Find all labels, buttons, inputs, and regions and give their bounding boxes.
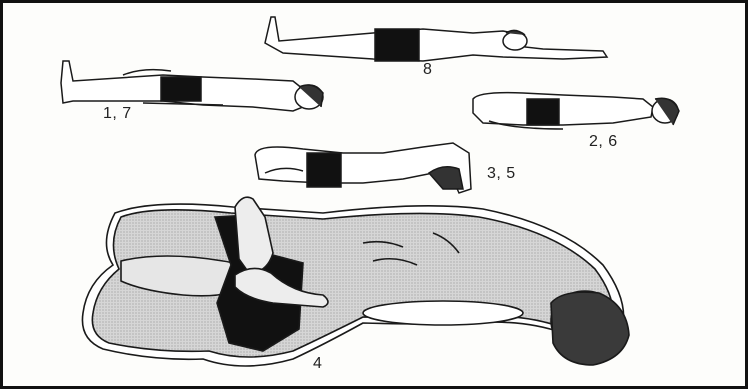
label-figure-2-6: 2, 6 <box>589 133 618 151</box>
figure-4-folded-pose <box>82 197 629 366</box>
figure-2-6-knees-bent <box>473 93 679 129</box>
label-figure-8: 8 <box>423 61 432 79</box>
figure-1-7-supine <box>61 61 323 111</box>
figure-3-5-arch <box>255 143 471 193</box>
figure-8-lying-arms-overhead <box>265 17 607 61</box>
yoga-pose-sequence <box>3 3 745 386</box>
label-figure-4: 4 <box>313 355 322 373</box>
label-figure-1-7: 1, 7 <box>103 105 132 123</box>
label-figure-3-5: 3, 5 <box>487 165 516 183</box>
